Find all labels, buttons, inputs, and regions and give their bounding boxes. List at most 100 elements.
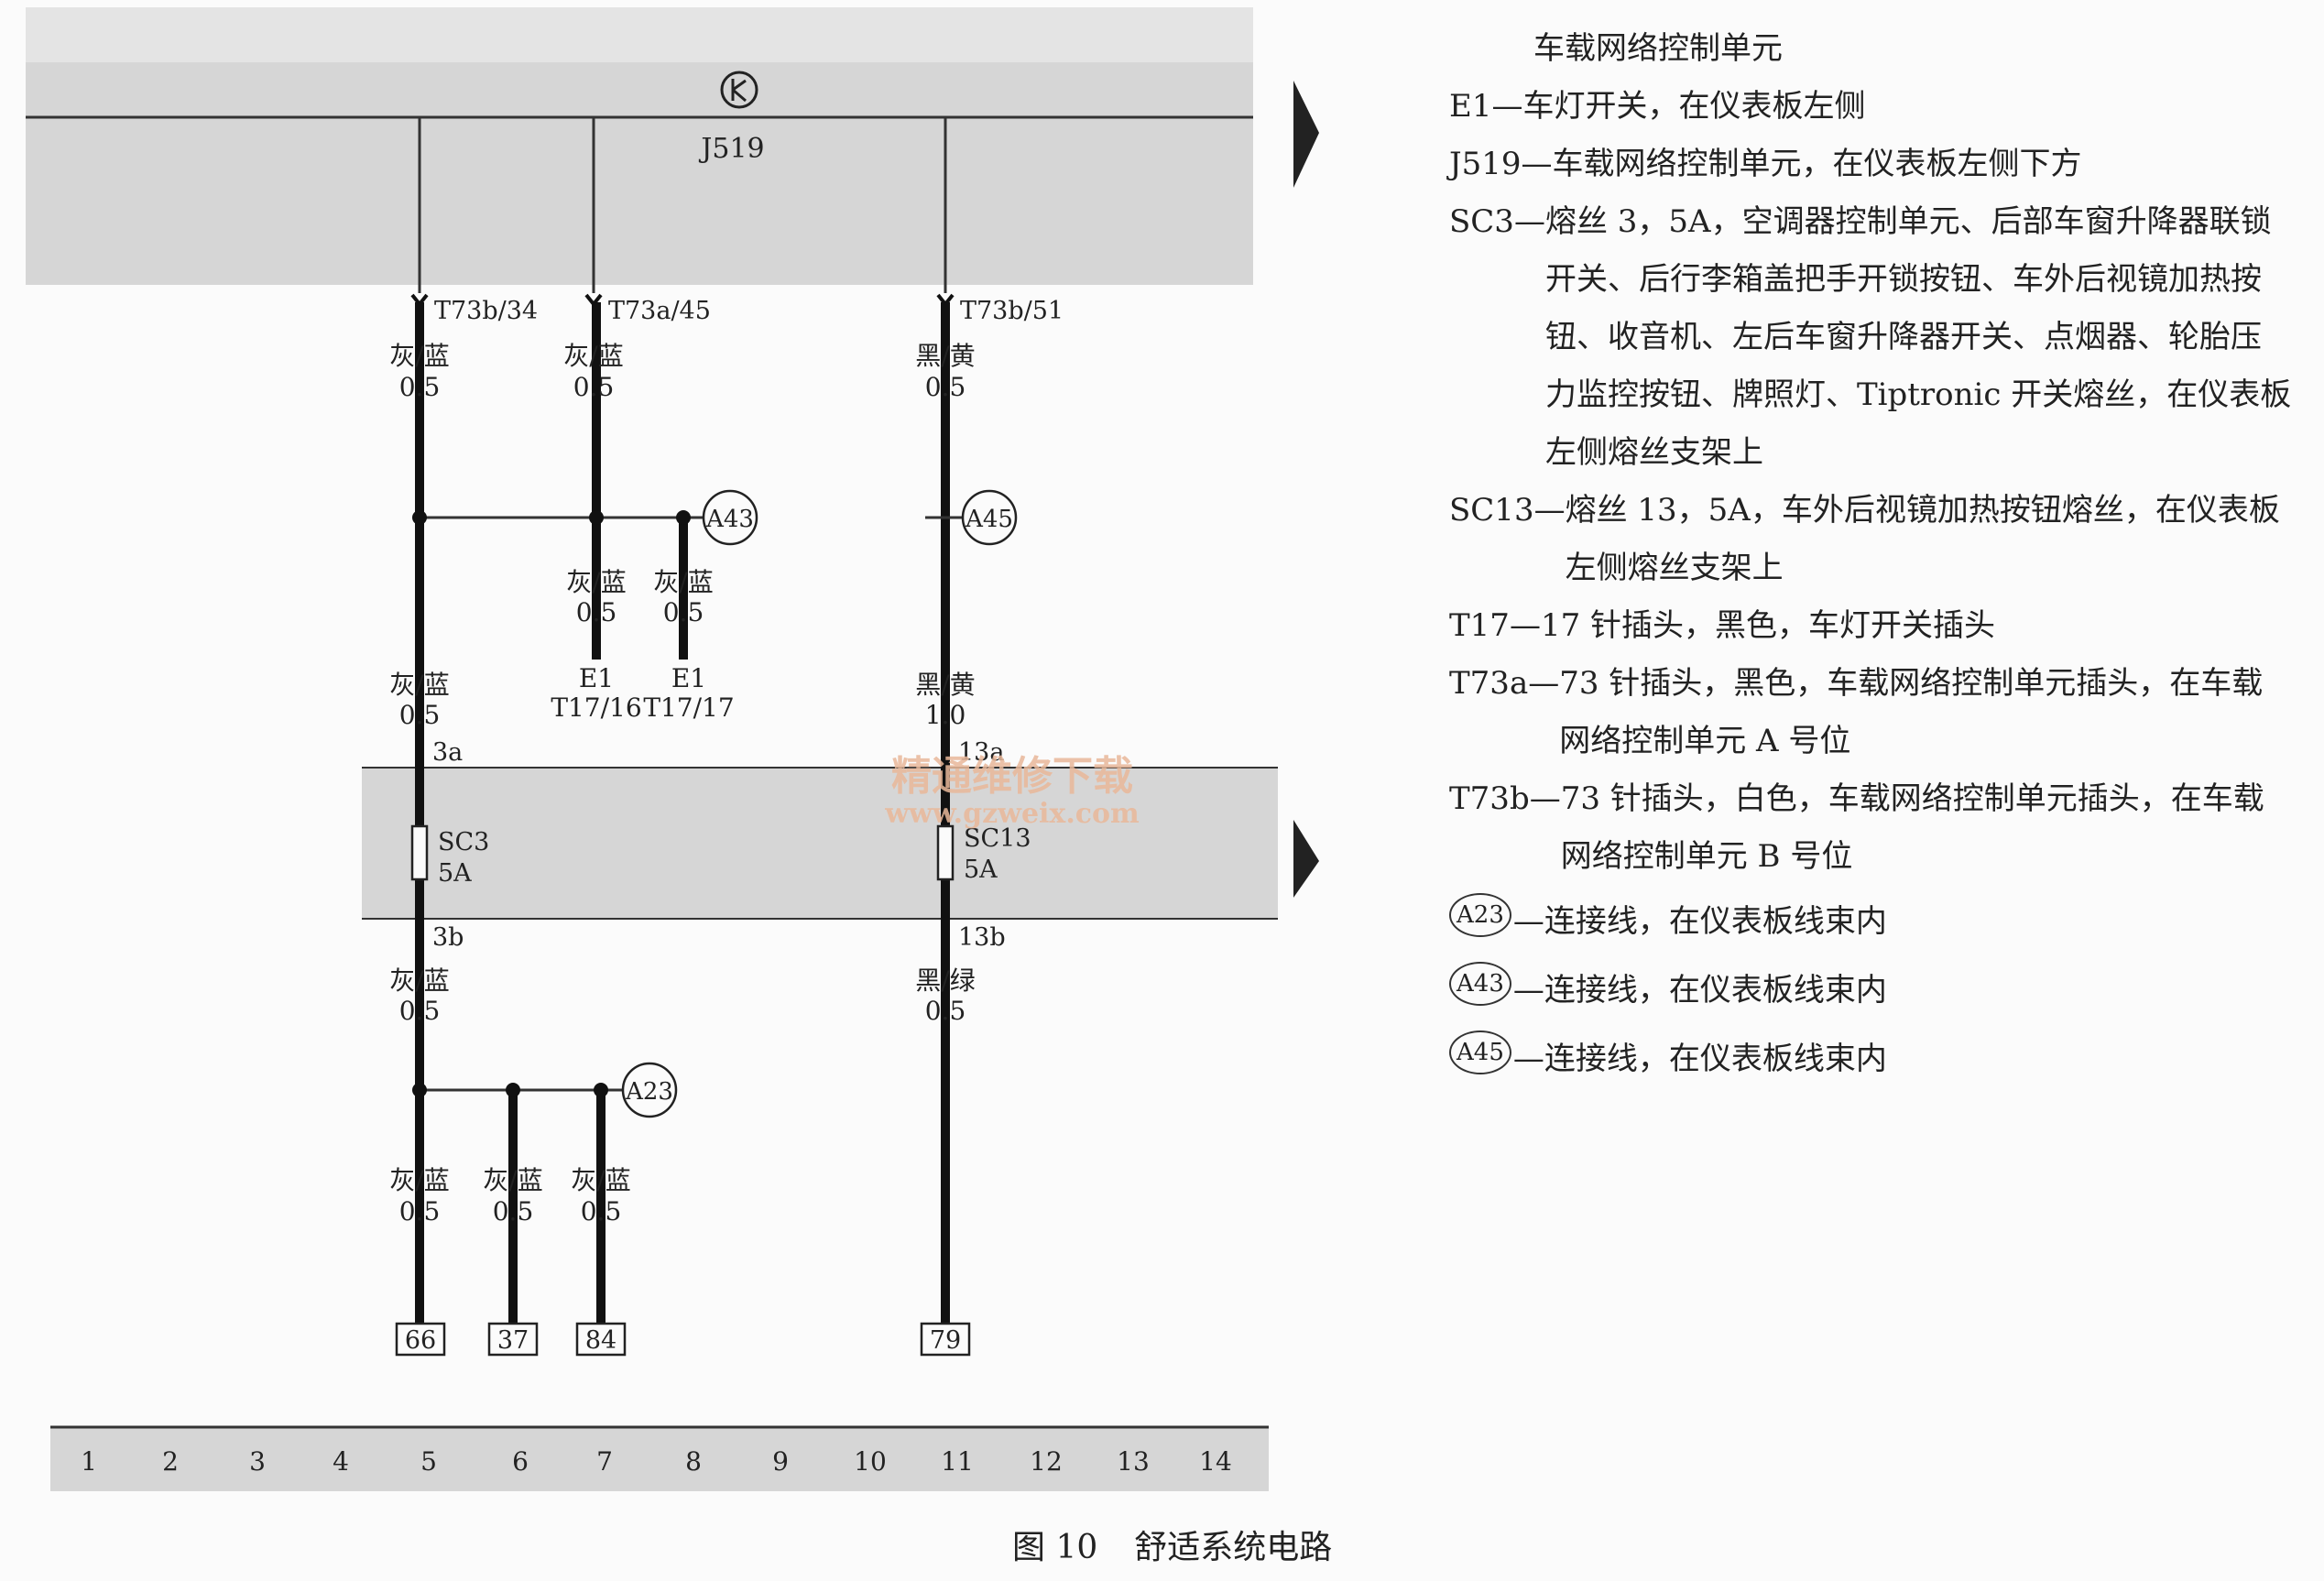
connector-a43: [702, 489, 758, 546]
grid-number: 14: [1199, 1446, 1232, 1477]
pin-label: T73b/34: [434, 297, 538, 325]
grid-number: 13: [1117, 1446, 1150, 1477]
wire-size: 0.5: [581, 1196, 622, 1227]
legend-code: T17—: [1449, 607, 1541, 644]
e1-label: E1: [671, 663, 706, 693]
connector-a45-label: A45: [965, 506, 1013, 533]
grid-number: 9: [772, 1446, 789, 1477]
e1-label: E1: [579, 663, 614, 693]
legend-item: E1—车灯开关，在仪表板左侧: [1449, 78, 2292, 136]
figure-title: 舒适系统电路: [1134, 1529, 1333, 1566]
fuse-band: [362, 768, 1278, 919]
wire-color: 灰/蓝: [571, 1165, 630, 1195]
fuse-sc3-rating: 5A: [438, 859, 472, 888]
fuse-sc3: [410, 824, 429, 881]
wire-size: 0.5: [573, 372, 615, 402]
legend-text: 车灯开关，在仪表板左侧: [1522, 88, 1866, 125]
connector-badge: A23: [1449, 893, 1511, 937]
legend-connector: A43—连接线，在仪表板线束内: [1449, 962, 2292, 1019]
grid-number: 8: [685, 1446, 702, 1477]
control-unit-label: J519: [698, 133, 764, 165]
connector-badge: A45: [1449, 1030, 1511, 1074]
wire-size: 0.5: [493, 1196, 534, 1227]
wire-size: 0.5: [399, 700, 441, 730]
wire-color: 灰/蓝: [389, 1165, 449, 1195]
pin-label: T73b/51: [960, 297, 1064, 325]
grid-number: 11: [941, 1446, 974, 1477]
connector-a45: [961, 489, 1018, 546]
legend-code: J519—: [1449, 146, 1553, 182]
legend-code: T73b—: [1449, 780, 1561, 817]
fuse-pin: 13b: [958, 923, 1006, 952]
continuation-arrow-top: [1293, 81, 1319, 188]
legend-text: 熔丝 3，5A，空调器控制单元、后部车窗升降器联锁开关、后行李箱盖把手开锁按钮、…: [1544, 203, 2292, 471]
legend-text: 17 针插头，黑色，车灯开关插头: [1540, 607, 1996, 644]
terminal: 66: [405, 1326, 436, 1355]
legend-connector: A23—连接线，在仪表板线束内: [1449, 893, 2292, 951]
wire-size: 0.5: [399, 996, 441, 1026]
legend-title: 车载网络控制单元: [1533, 30, 1783, 67]
fuse-pin: 3a: [432, 738, 463, 767]
wire-size: 0.5: [925, 372, 966, 402]
grid-number: 1: [81, 1446, 97, 1477]
wire-color: 灰/蓝: [653, 567, 713, 597]
connector-a23-label: A23: [625, 1078, 673, 1106]
pin-t1716: T17/16: [551, 692, 641, 723]
wire-size: 0.5: [576, 597, 617, 627]
wiring-diagram: J519 A43 A45 A23 T73: [26, 7, 1319, 1491]
wire-size: 1.0: [925, 700, 966, 730]
wire-color: 黑/黄: [915, 670, 975, 700]
wire-color: 黑/黄: [915, 341, 975, 371]
legend-code: T73a—: [1449, 665, 1560, 702]
legend-item: SC13—熔丝 13，5A，车外后视镜加热按钮熔丝，在仪表板左侧熔丝支架上: [1449, 482, 2292, 597]
legend-text: 车载网络控制单元，在仪表板左侧下方: [1552, 146, 2082, 182]
continuation-arrow-fuse: [1293, 820, 1319, 898]
wire-color: 灰/蓝: [389, 965, 449, 996]
fuse-pin: 3b: [432, 923, 464, 952]
wire-color: 灰/蓝: [389, 670, 449, 700]
grid-number: 5: [420, 1446, 437, 1477]
watermark-url: www.gzweix.com: [884, 798, 1140, 830]
grid-ruler: [50, 1427, 1269, 1491]
grid-number: 4: [333, 1446, 349, 1477]
legend-code: SC3—: [1449, 203, 1545, 240]
connector-a43-label: A43: [705, 506, 754, 533]
legend-code: SC13—: [1449, 492, 1566, 529]
grid-number: 10: [854, 1446, 887, 1477]
control-unit-icon: [720, 71, 758, 109]
fuse-sc13-rating: 5A: [964, 856, 998, 884]
legend-text: —连接线，在仪表板线束内: [1512, 1041, 1887, 1077]
legend-text: 熔丝 13，5A，车外后视镜加热按钮熔丝，在仪表板左侧熔丝支架上: [1565, 492, 2280, 586]
connector-a23: [621, 1062, 678, 1118]
legend-text: —连接线，在仪表板线束内: [1512, 903, 1887, 940]
watermark: 精通维修下载: [891, 753, 1133, 800]
fuse-pin: 13a: [958, 738, 1004, 767]
wire-color: 灰/蓝: [389, 341, 449, 371]
fuse-sc13-name: SC13: [964, 824, 1031, 853]
wire-size: 0.5: [399, 1196, 441, 1227]
grid-number: 3: [249, 1446, 266, 1477]
grid-number: 12: [1030, 1446, 1063, 1477]
legend-item: T73a—73 针插头，黑色，车载网络控制单元插头，在车载网络控制单元 A 号位: [1449, 655, 2292, 770]
fuse-sc3-name: SC3: [438, 828, 489, 856]
wire-size: 0.5: [925, 996, 966, 1026]
grid-number: 2: [162, 1446, 179, 1477]
wire-color: 黑/绿: [915, 965, 975, 996]
terminal: 37: [497, 1326, 529, 1355]
legend-text: 73 针插头，黑色，车载网络控制单元插头，在车载网络控制单元 A 号位: [1559, 665, 2264, 759]
legend-item: J519—车载网络控制单元，在仪表板左侧下方: [1449, 136, 2292, 193]
wire-color: 灰/蓝: [483, 1165, 542, 1195]
connector-badge: A43: [1449, 962, 1511, 1006]
wire-color: 灰/蓝: [566, 567, 626, 597]
figure-caption: 图 10 舒适系统电路: [1012, 1521, 1369, 1568]
wire-size: 0.5: [399, 372, 441, 402]
fuse-sc13: [936, 824, 955, 881]
pin-t1717: T17/17: [643, 692, 734, 723]
terminal: 84: [585, 1326, 616, 1355]
legend-text: —连接线，在仪表板线束内: [1512, 972, 1887, 1009]
legend-code: E1—: [1449, 88, 1523, 125]
legend-text: 73 针插头，白色，车载网络控制单元插头，在车载网络控制单元 B 号位: [1560, 780, 2264, 875]
grid-number: 6: [512, 1446, 529, 1477]
pin-label: T73a/45: [608, 297, 711, 325]
figure-number: 图 10: [1012, 1529, 1098, 1566]
